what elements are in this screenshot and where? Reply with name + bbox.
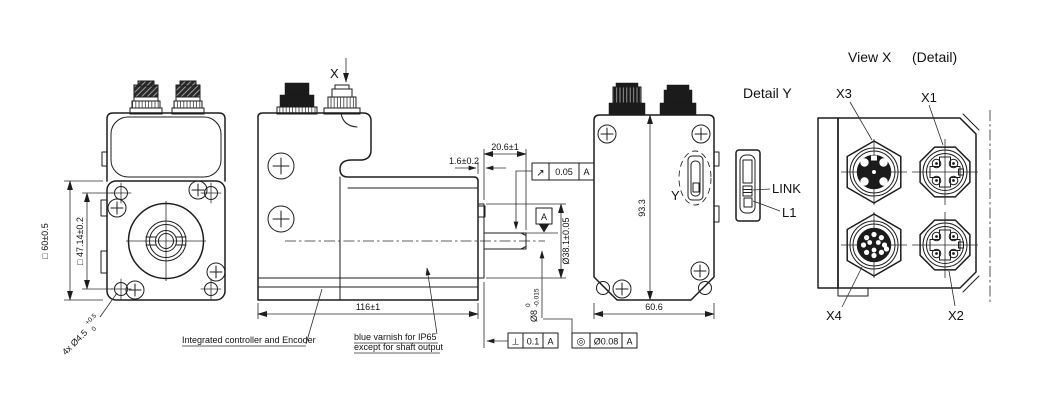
perpendicularity-value: 0.1	[527, 337, 540, 347]
dim-mounting-holes-tol-upper: +0.5	[84, 312, 98, 326]
concentricity-value: Ø0.08	[594, 337, 619, 347]
detail-y-slot	[739, 154, 756, 214]
connector-x4	[846, 213, 902, 277]
dim-overall-length: 116±1	[356, 302, 380, 312]
note-controller: Integrated controller and Encoder	[182, 288, 323, 347]
note-varnish: blue varnish for IP65 except for shaft o…	[354, 267, 444, 354]
concentricity-symbol-icon: ◎	[577, 337, 586, 348]
connector-x2-label: X2	[948, 308, 964, 323]
viewx-chamfer-bottom	[962, 275, 980, 293]
runout-frame: ↗ 0.05 A	[513, 162, 595, 230]
dim-rear-height: 93.3	[637, 199, 647, 217]
runout-datum: A	[583, 167, 589, 177]
dim-rear-width: 60.6	[645, 302, 663, 312]
note-controller-text: Integrated controller and Encoder	[182, 335, 316, 345]
side-dim-116: 116±1	[257, 302, 479, 319]
viewx-chamfer-top	[962, 113, 980, 131]
perpendicularity-frame: ⊥ 0.1 A	[483, 282, 559, 349]
connector-x3	[846, 140, 902, 204]
front-side-tab-3	[100, 250, 108, 274]
side-dim-shaft-dia: Ø8 0 -0.015	[525, 250, 545, 322]
dim-mounting-holes-tol-lower: 0	[90, 325, 98, 333]
detail-y-title: Detail Y	[743, 85, 792, 101]
datum-flag-a: A	[526, 207, 558, 234]
runout-symbol-icon: ↗	[536, 168, 544, 179]
connector-x1-label: X1	[921, 90, 937, 105]
perpendicularity-datum: A	[547, 337, 553, 347]
side-dim-pilot-dia: Ø38.1±0.05	[486, 203, 571, 279]
connector-x1	[919, 146, 971, 198]
side-connector-white	[323, 84, 361, 115]
dim-shaft-tol-lower: -0.015	[534, 288, 541, 307]
side-view: X	[182, 58, 638, 354]
concentricity-datum: A	[626, 337, 632, 347]
side-dim-206: 20.6±1	[483, 142, 527, 230]
front-side-tab-1	[101, 151, 108, 167]
view-x-title-suffix: (Detail)	[912, 49, 957, 65]
dim-mounting-holes: 4x Ø4.5	[60, 328, 89, 357]
dim-hole-pitch-square: □ 47.14±0.2	[75, 217, 85, 265]
front-cover-outline	[106, 112, 226, 182]
front-side-tab-2	[100, 199, 108, 217]
detail-y-link-led	[742, 185, 753, 197]
detail-y-lightpipe	[742, 159, 753, 184]
rear-body-outline	[593, 114, 715, 301]
detail-y-marker: Y	[671, 188, 680, 203]
datum-flag-label: A	[541, 212, 547, 222]
dim-pilot-diameter: Ø38.1±0.05	[561, 218, 571, 265]
front-dim-4714: □ 47.14±0.2	[75, 192, 113, 290]
rear-led-slot	[687, 155, 704, 201]
view-x-title: View X	[848, 49, 892, 65]
rear-side-tab-1	[713, 151, 720, 167]
connector-x4-label: X4	[826, 308, 842, 323]
runout-value: 0.05	[555, 167, 573, 177]
front-pilot-and-shaft	[126, 201, 206, 281]
perpendicularity-symbol-icon: ⊥	[512, 337, 520, 347]
detail-y-l1-led	[743, 197, 753, 208]
side-body-outline	[257, 112, 479, 301]
side-dim-16: 1.6±0.2	[449, 156, 506, 174]
detail-y-callout-ellipse	[678, 150, 712, 206]
led-link-label: LINK	[772, 181, 801, 196]
front-dim-holes: 4x Ø4.5 +0.5 0	[60, 292, 118, 357]
side-top-mold-line	[340, 112, 358, 128]
front-dim-60: □ 60±0.5	[40, 180, 103, 301]
front-flange-outline	[106, 180, 226, 301]
viewx-side-wall	[817, 117, 839, 289]
dim-flange-square: □ 60±0.5	[40, 223, 50, 258]
view-arrow-label: X	[330, 66, 339, 81]
rear-connector-threaded	[608, 82, 646, 116]
rear-side-tab-2	[713, 205, 720, 223]
rear-view: Y 93.3 60.6	[593, 82, 720, 319]
connector-x2	[919, 219, 971, 271]
viewx-panel-notch	[837, 287, 869, 297]
view-x-detail: View X (Detail)	[817, 49, 991, 323]
dim-shaft-length: 20.6±1	[491, 142, 518, 152]
front-assembly-screws	[107, 180, 226, 300]
front-view: □ 60±0.5 □ 47.14±0.2 4x Ø4.5 +0.5 0	[40, 80, 226, 357]
dim-shaft-tol-upper: 0	[525, 303, 532, 307]
note-varnish-line1: blue varnish for IP65	[354, 332, 437, 342]
viewx-panel-outline	[837, 117, 977, 289]
note-varnish-line2: except for shaft output	[354, 342, 444, 352]
dim-shaft-diameter: Ø8	[529, 310, 539, 322]
rear-screws	[597, 124, 711, 299]
detail-y-housing	[735, 149, 761, 222]
rear-connector-solid	[659, 84, 697, 116]
side-connector-black	[276, 82, 318, 115]
side-boss-notch	[477, 205, 486, 218]
front-cover-inset	[110, 116, 222, 178]
side-housing-screws	[267, 152, 295, 233]
front-connector-left	[129, 80, 163, 115]
dim-pilot-depth: 1.6±0.2	[449, 156, 479, 166]
rear-corner-holes	[596, 281, 712, 295]
led-l1-label: L1	[782, 205, 796, 220]
detail-y: Detail Y LINK L1	[735, 85, 801, 222]
rear-dim-606: 60.6	[593, 302, 715, 319]
connector-x3-label: X3	[836, 86, 852, 101]
concentricity-frame: ◎ Ø0.08 A	[543, 318, 638, 349]
front-connector-right	[171, 80, 205, 115]
rear-dim-933: 93.3	[637, 114, 653, 301]
